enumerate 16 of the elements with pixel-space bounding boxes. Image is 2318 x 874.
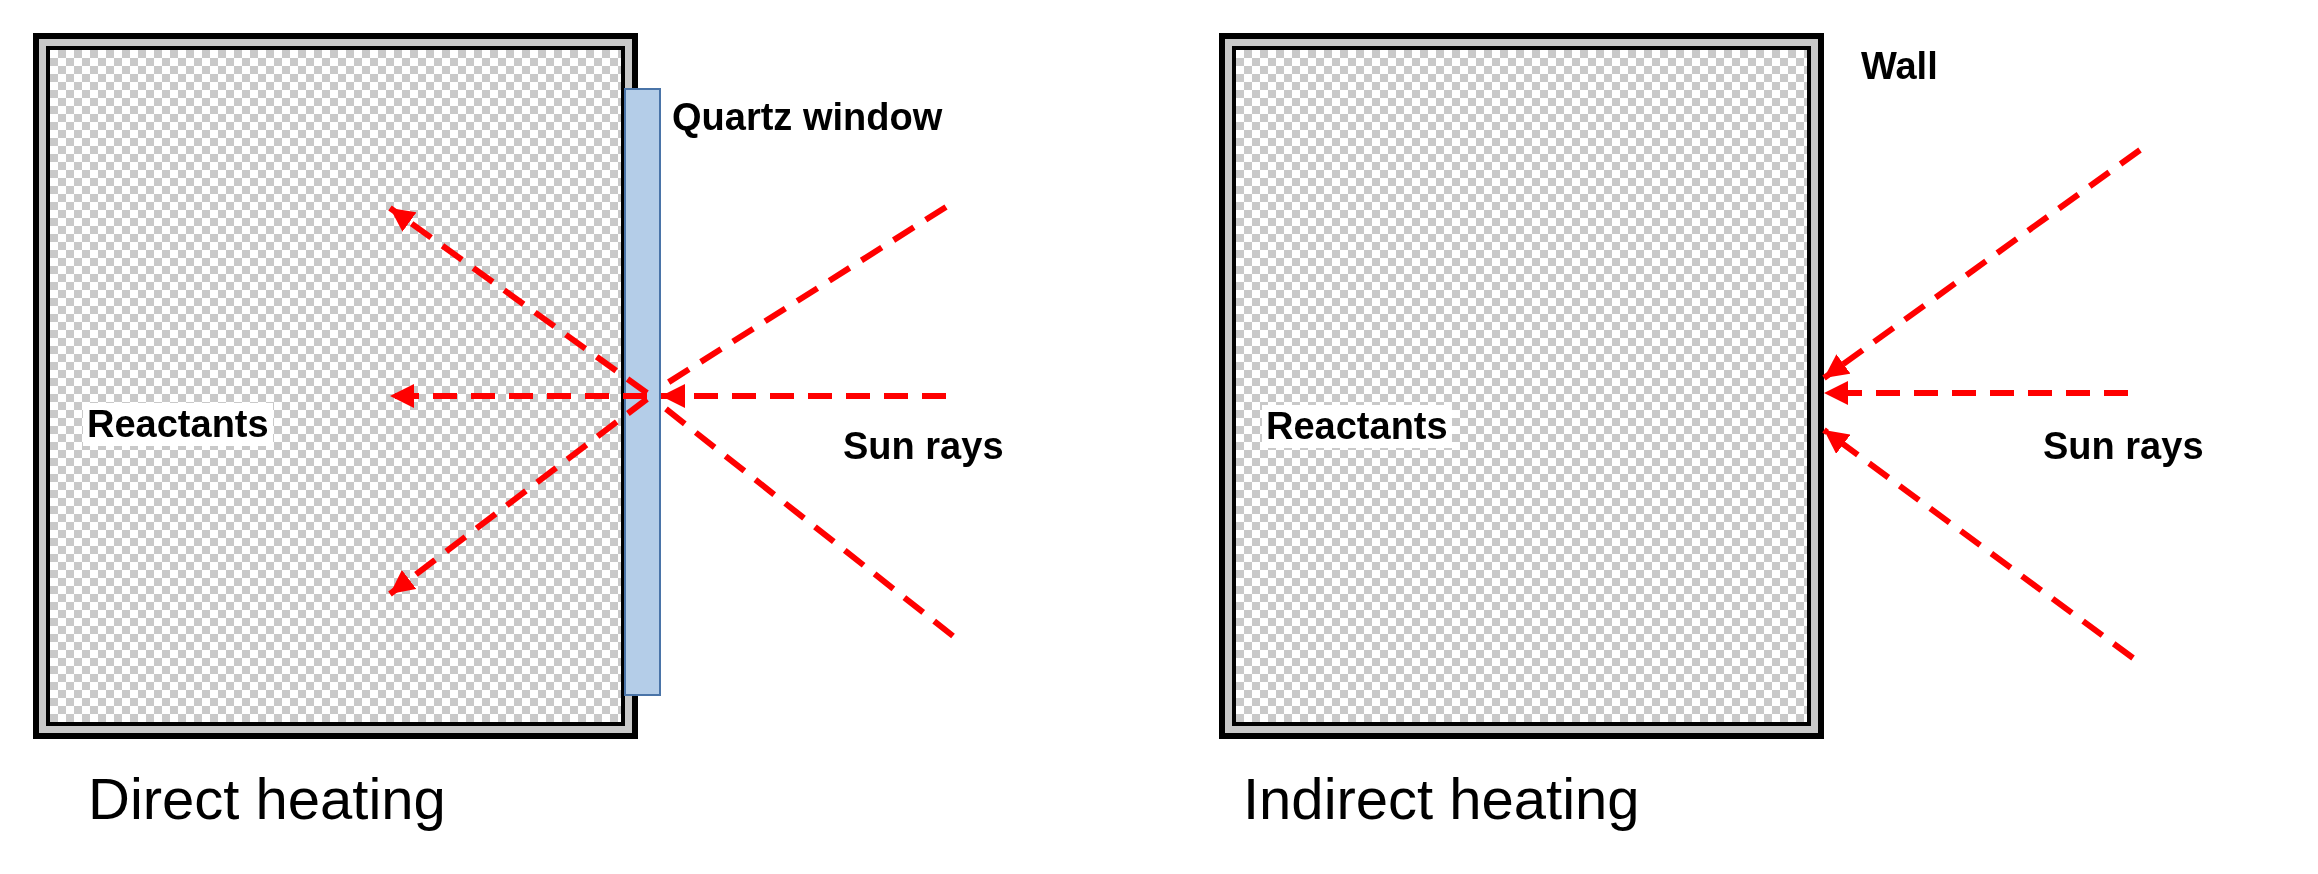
- ray-arrow: [388, 205, 649, 396]
- content-label: Reactants: [83, 403, 273, 446]
- ray-label: Sun rays: [843, 425, 1004, 468]
- ray-arrow: [388, 396, 649, 597]
- caption: Direct heating: [88, 765, 446, 832]
- ray-arrow: [661, 384, 946, 408]
- part-label: Quartz window: [672, 96, 943, 139]
- ray-arrow: [390, 384, 647, 408]
- content-label: Reactants: [1262, 405, 1452, 448]
- ray-label: Sun rays: [2043, 425, 2204, 468]
- ray-arrow: [1822, 427, 2135, 661]
- caption: Indirect heating: [1243, 765, 1640, 832]
- ray-arrow: [1822, 147, 2142, 381]
- reactor-vessel: [33, 33, 638, 739]
- ray-arrow: [1824, 381, 2128, 405]
- part-label: Wall: [1861, 45, 1938, 88]
